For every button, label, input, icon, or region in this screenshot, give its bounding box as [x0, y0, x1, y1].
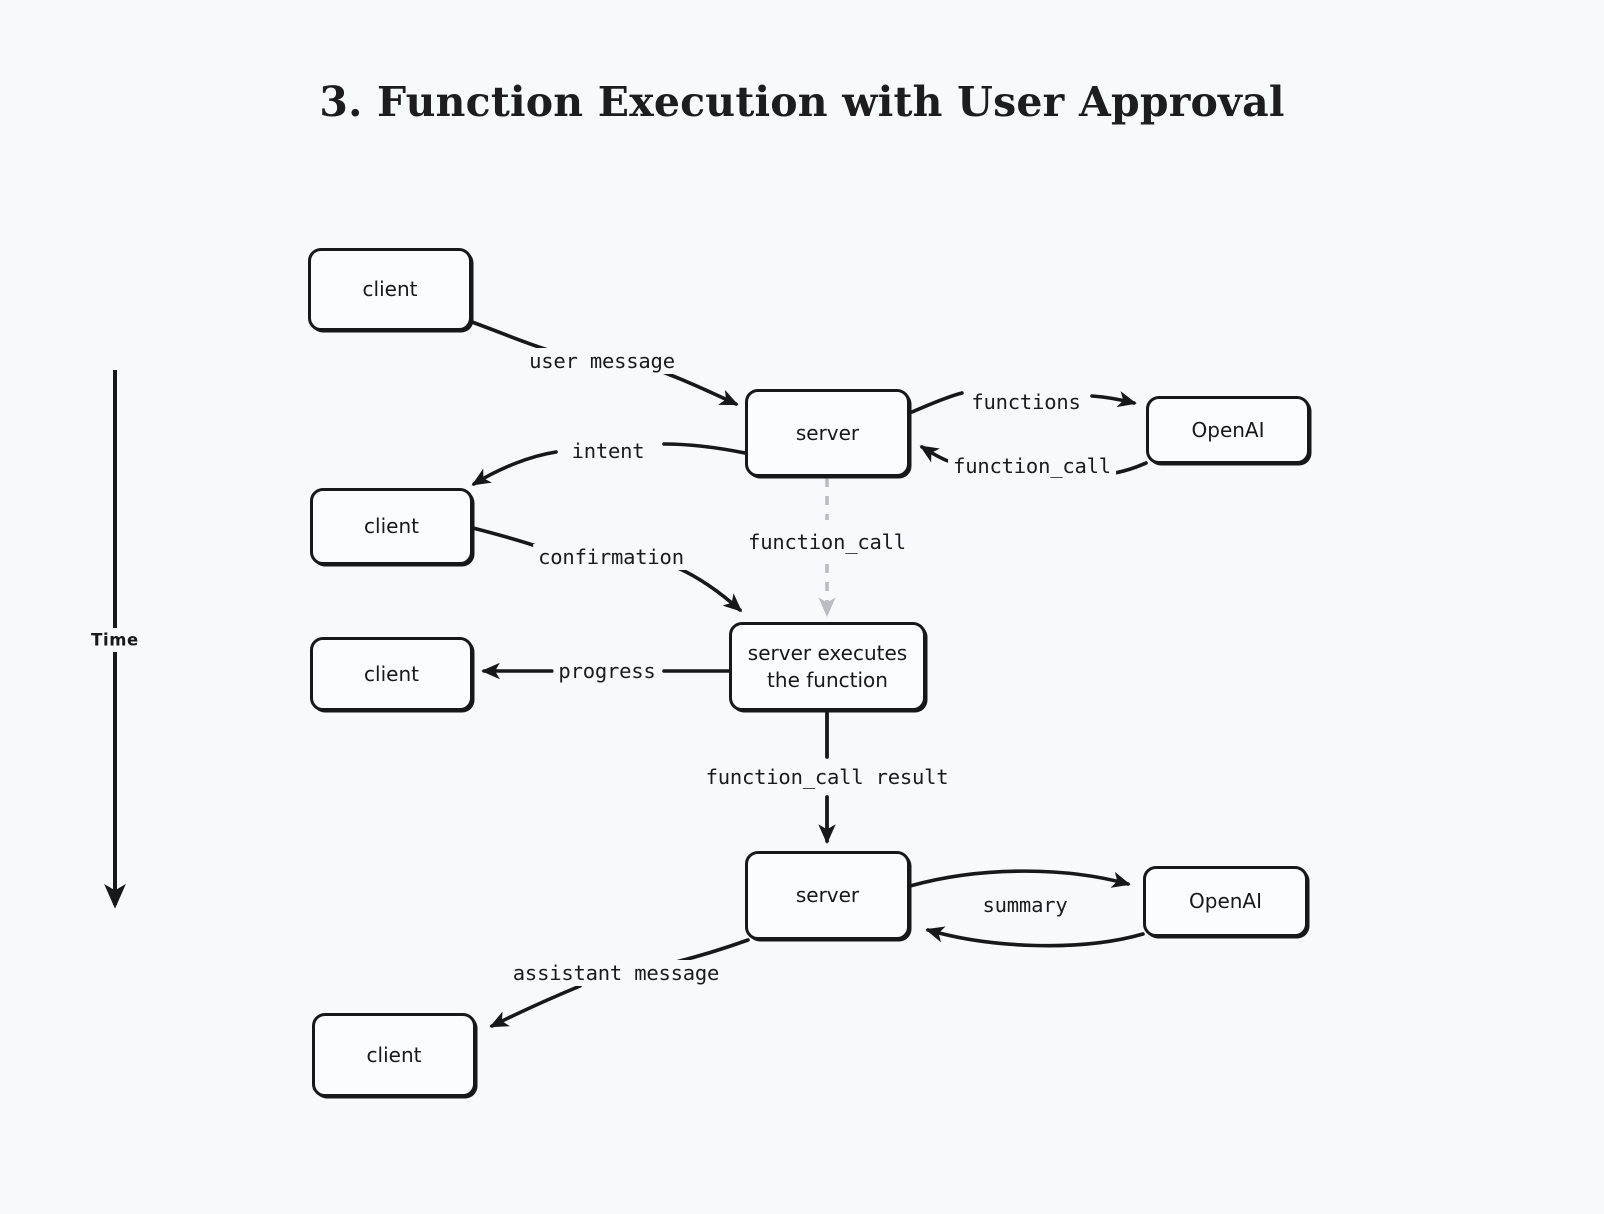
node-label: OpenAI — [1189, 889, 1262, 914]
node-server-executes[interactable]: server executes the function — [729, 622, 926, 711]
edge-assistant-message-segment-b — [489, 984, 582, 1028]
edge-label-assistant-message: assistant message — [507, 960, 725, 986]
node-label: server executes the function — [747, 641, 908, 692]
edge-function-call-segment-a — [1113, 461, 1148, 475]
node-openai-1[interactable]: OpenAI — [1146, 396, 1310, 464]
node-server-1[interactable]: server — [745, 389, 910, 477]
edge-assistant-message-segment-a — [674, 938, 750, 964]
edge-intent-segment-a — [662, 442, 747, 455]
node-client-1[interactable]: client — [308, 248, 472, 331]
node-label: server — [795, 883, 860, 908]
node-label: OpenAI — [1191, 417, 1265, 442]
node-client-3[interactable]: client — [310, 637, 473, 711]
edge-label-function-call-result: function_call result — [700, 764, 954, 790]
edge-label-function-call-response: function_call — [948, 453, 1116, 479]
node-label: client — [364, 661, 419, 686]
time-axis-label: Time — [85, 628, 145, 652]
edge-label-functions: functions — [966, 389, 1086, 415]
node-openai-2[interactable]: OpenAI — [1143, 866, 1308, 937]
edge-user-message-segment-b — [658, 369, 739, 406]
edge-label-user-message: user message — [524, 348, 680, 374]
edge-label-confirmation: confirmation — [533, 544, 689, 570]
node-server-2[interactable]: server — [745, 851, 910, 940]
edge-label-summary: summary — [977, 892, 1073, 918]
node-label: server — [795, 420, 860, 445]
edge-function-call-segment-b — [919, 445, 950, 463]
node-label: client — [366, 1042, 422, 1067]
edge-confirmation-segment-a — [471, 526, 538, 548]
edge-label-intent: intent — [566, 438, 650, 464]
edge-functions-segment-a — [910, 391, 964, 414]
edge-functions-segment-b — [1090, 391, 1137, 408]
edge-summary-request — [908, 869, 1131, 888]
node-client-2[interactable]: client — [310, 488, 473, 565]
page-title: 3. Function Execution with User Approval — [319, 78, 1285, 126]
node-label: client — [362, 277, 418, 302]
edge-user-message-segment-a — [470, 320, 550, 352]
edge-confirmation-segment-b — [676, 566, 743, 612]
edge-intent-segment-b — [471, 450, 558, 486]
node-label: client — [364, 514, 419, 539]
node-client-4[interactable]: client — [312, 1013, 476, 1097]
edge-summary-response — [925, 926, 1145, 948]
edge-label-progress: progress — [553, 658, 661, 684]
edge-label-function-call-dashed: function_call — [743, 529, 911, 555]
